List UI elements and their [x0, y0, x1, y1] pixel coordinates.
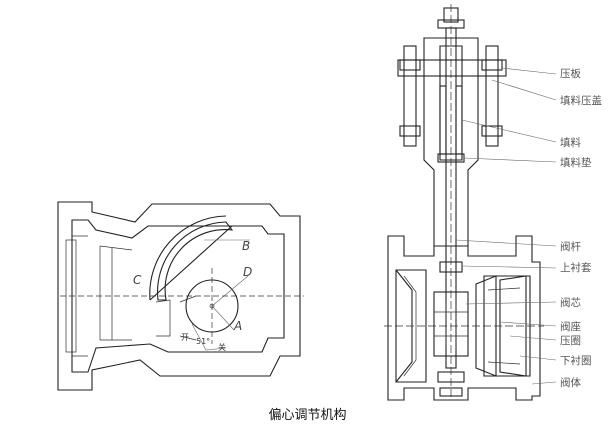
- callout-body: 阀体: [560, 376, 581, 389]
- right-section-view: 压板 填料压盖 填料 填料垫 阀杆 上衬套 阀芯 阀座 压圈 下衬圈 阀体: [384, 4, 602, 401]
- callout-packing: 填料: [560, 136, 581, 149]
- close-mark: 关: [218, 342, 226, 352]
- callout-retaining-ring: 压圈: [560, 335, 581, 347]
- figure-caption: 偏心调节机构: [268, 408, 347, 423]
- label-c: C: [133, 273, 142, 287]
- open-mark: 开: [181, 333, 189, 342]
- label-d: D: [243, 265, 252, 279]
- left-section-view: B C D A 开 51° 关: [57, 201, 304, 391]
- callout-plug: 阀芯: [560, 296, 581, 309]
- callout-seat: 阀座: [560, 320, 581, 333]
- label-a: A: [233, 319, 242, 333]
- callout-gland-plate: 压板: [560, 67, 581, 80]
- angle-mark: 51°: [196, 337, 210, 346]
- callout-upper-bushing: 上衬套: [560, 261, 592, 274]
- callout-lower-bushing: 下衬圈: [560, 354, 592, 367]
- callout-stem: 阀杆: [560, 240, 581, 253]
- callout-packing-washer: 填料垫: [560, 156, 592, 169]
- label-b: B: [242, 239, 250, 253]
- callout-packing-gland: 填料压盖: [560, 94, 602, 107]
